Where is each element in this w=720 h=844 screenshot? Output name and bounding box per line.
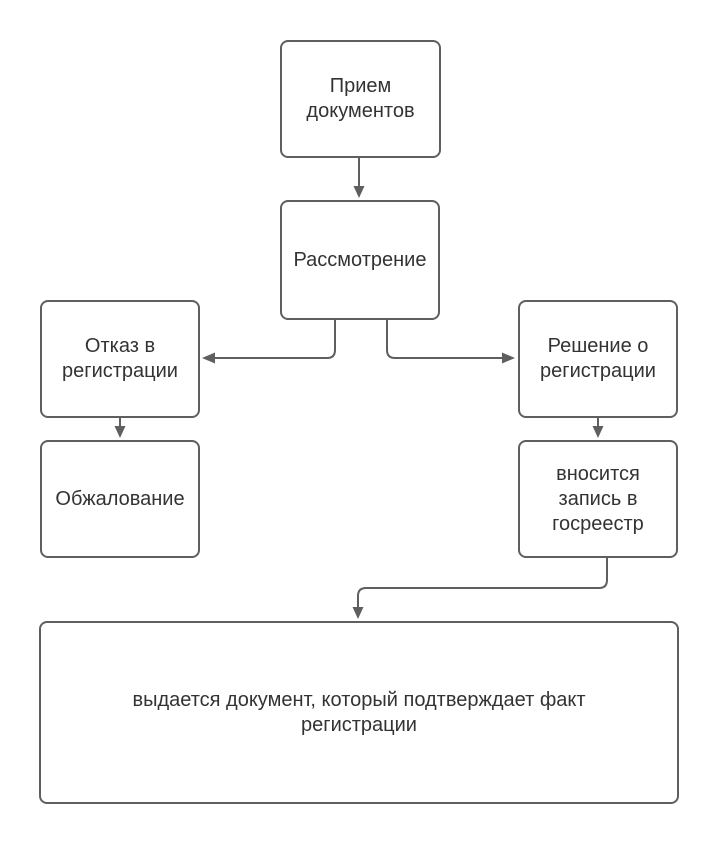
arrow-register-to-certificate	[352, 558, 608, 619]
node-registration-refusal: Отказ в регистрации	[40, 300, 200, 418]
node-registration-certificate-label: выдается документ, который подтверждает …	[132, 688, 586, 736]
node-review: Рассмотрение	[280, 200, 440, 320]
node-registration-certificate: выдается документ, который подтверждает …	[39, 621, 679, 804]
node-state-register-entry-label: вносится запись в госреестр	[552, 462, 644, 535]
node-document-reception-label: Прием документов	[306, 75, 415, 122]
arrow-reception-to-review	[353, 158, 365, 198]
arrow-refusal-to-appeal	[114, 418, 126, 438]
node-registration-decision-label: Решение о регистрации	[540, 335, 656, 382]
node-document-reception: Прием документов	[280, 40, 441, 158]
arrow-review-to-decision	[386, 320, 515, 364]
node-state-register-entry: вносится запись в госреестр	[518, 440, 678, 558]
arrow-decision-to-register	[592, 418, 604, 438]
arrow-review-to-refusal	[202, 320, 336, 364]
node-registration-refusal-label: Отказ в регистрации	[62, 335, 178, 382]
node-appeal: Обжалование	[40, 440, 200, 558]
node-review-label: Рассмотрение	[293, 248, 427, 271]
node-appeal-label: Обжалование	[55, 487, 185, 510]
node-registration-decision: Решение о регистрации	[518, 300, 678, 418]
